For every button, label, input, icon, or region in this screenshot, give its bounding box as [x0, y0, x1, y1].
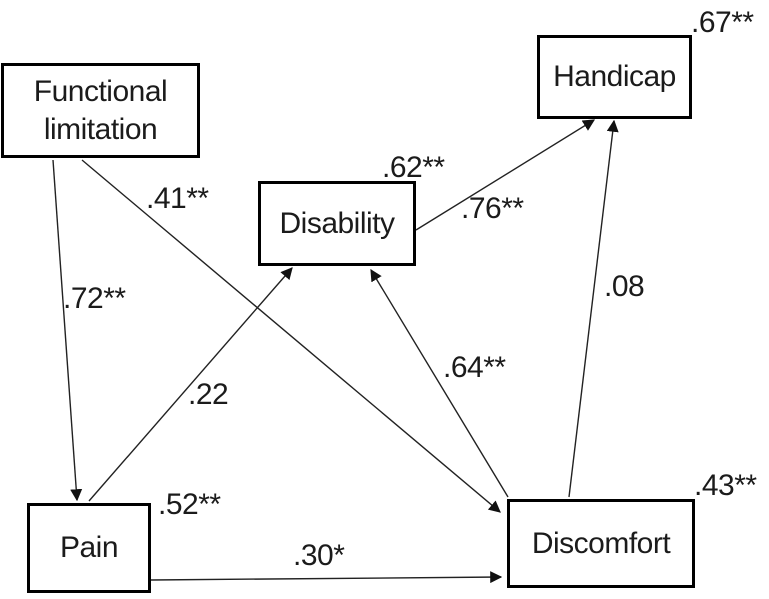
arrow-discomfort-to-handicap [568, 119, 619, 498]
path-label-discomfort-to-handicap: .08 [604, 270, 645, 303]
node-disability: Disability [258, 181, 416, 266]
arrow-pain-to-disability [88, 267, 293, 502]
node-handicap: Handicap [537, 35, 692, 119]
arrow-disability-to-handicap [415, 119, 596, 231]
path-label-pain-to-disability: .22 [188, 378, 229, 411]
node-pain: Pain [27, 503, 151, 593]
arrow-pain-to-discomfort [150, 571, 503, 584]
node-handicap-label: Handicap [553, 60, 676, 94]
variance-label-pain: .52** [158, 488, 221, 521]
path-label-fl-to-pain: .72** [63, 282, 126, 315]
node-pain-label: Pain [59, 531, 119, 565]
path-label-discomfort-to-disability: .64** [443, 351, 506, 384]
node-functional-limitation-label: Functional limitation [33, 75, 168, 146]
variance-label-disability: .62** [382, 151, 445, 184]
node-discomfort: Discomfort [507, 499, 695, 588]
path-label-disability-to-handicap: .76** [461, 192, 524, 225]
node-discomfort-label: Discomfort [531, 526, 671, 560]
path-label-pain-to-discomfort: .30* [293, 539, 345, 572]
variance-label-handicap: .67** [691, 6, 754, 39]
arrow-discomfort-to-disability [370, 268, 509, 498]
arrow-fl-to-discomfort [81, 159, 501, 513]
node-functional-limitation: Functional limitation [1, 63, 200, 158]
arrow-fl-to-pain [52, 159, 83, 502]
node-disability-label: Disability [279, 206, 395, 240]
variance-label-discomfort: .43** [694, 469, 757, 502]
path-label-fl-to-discomfort: .41** [146, 182, 209, 215]
